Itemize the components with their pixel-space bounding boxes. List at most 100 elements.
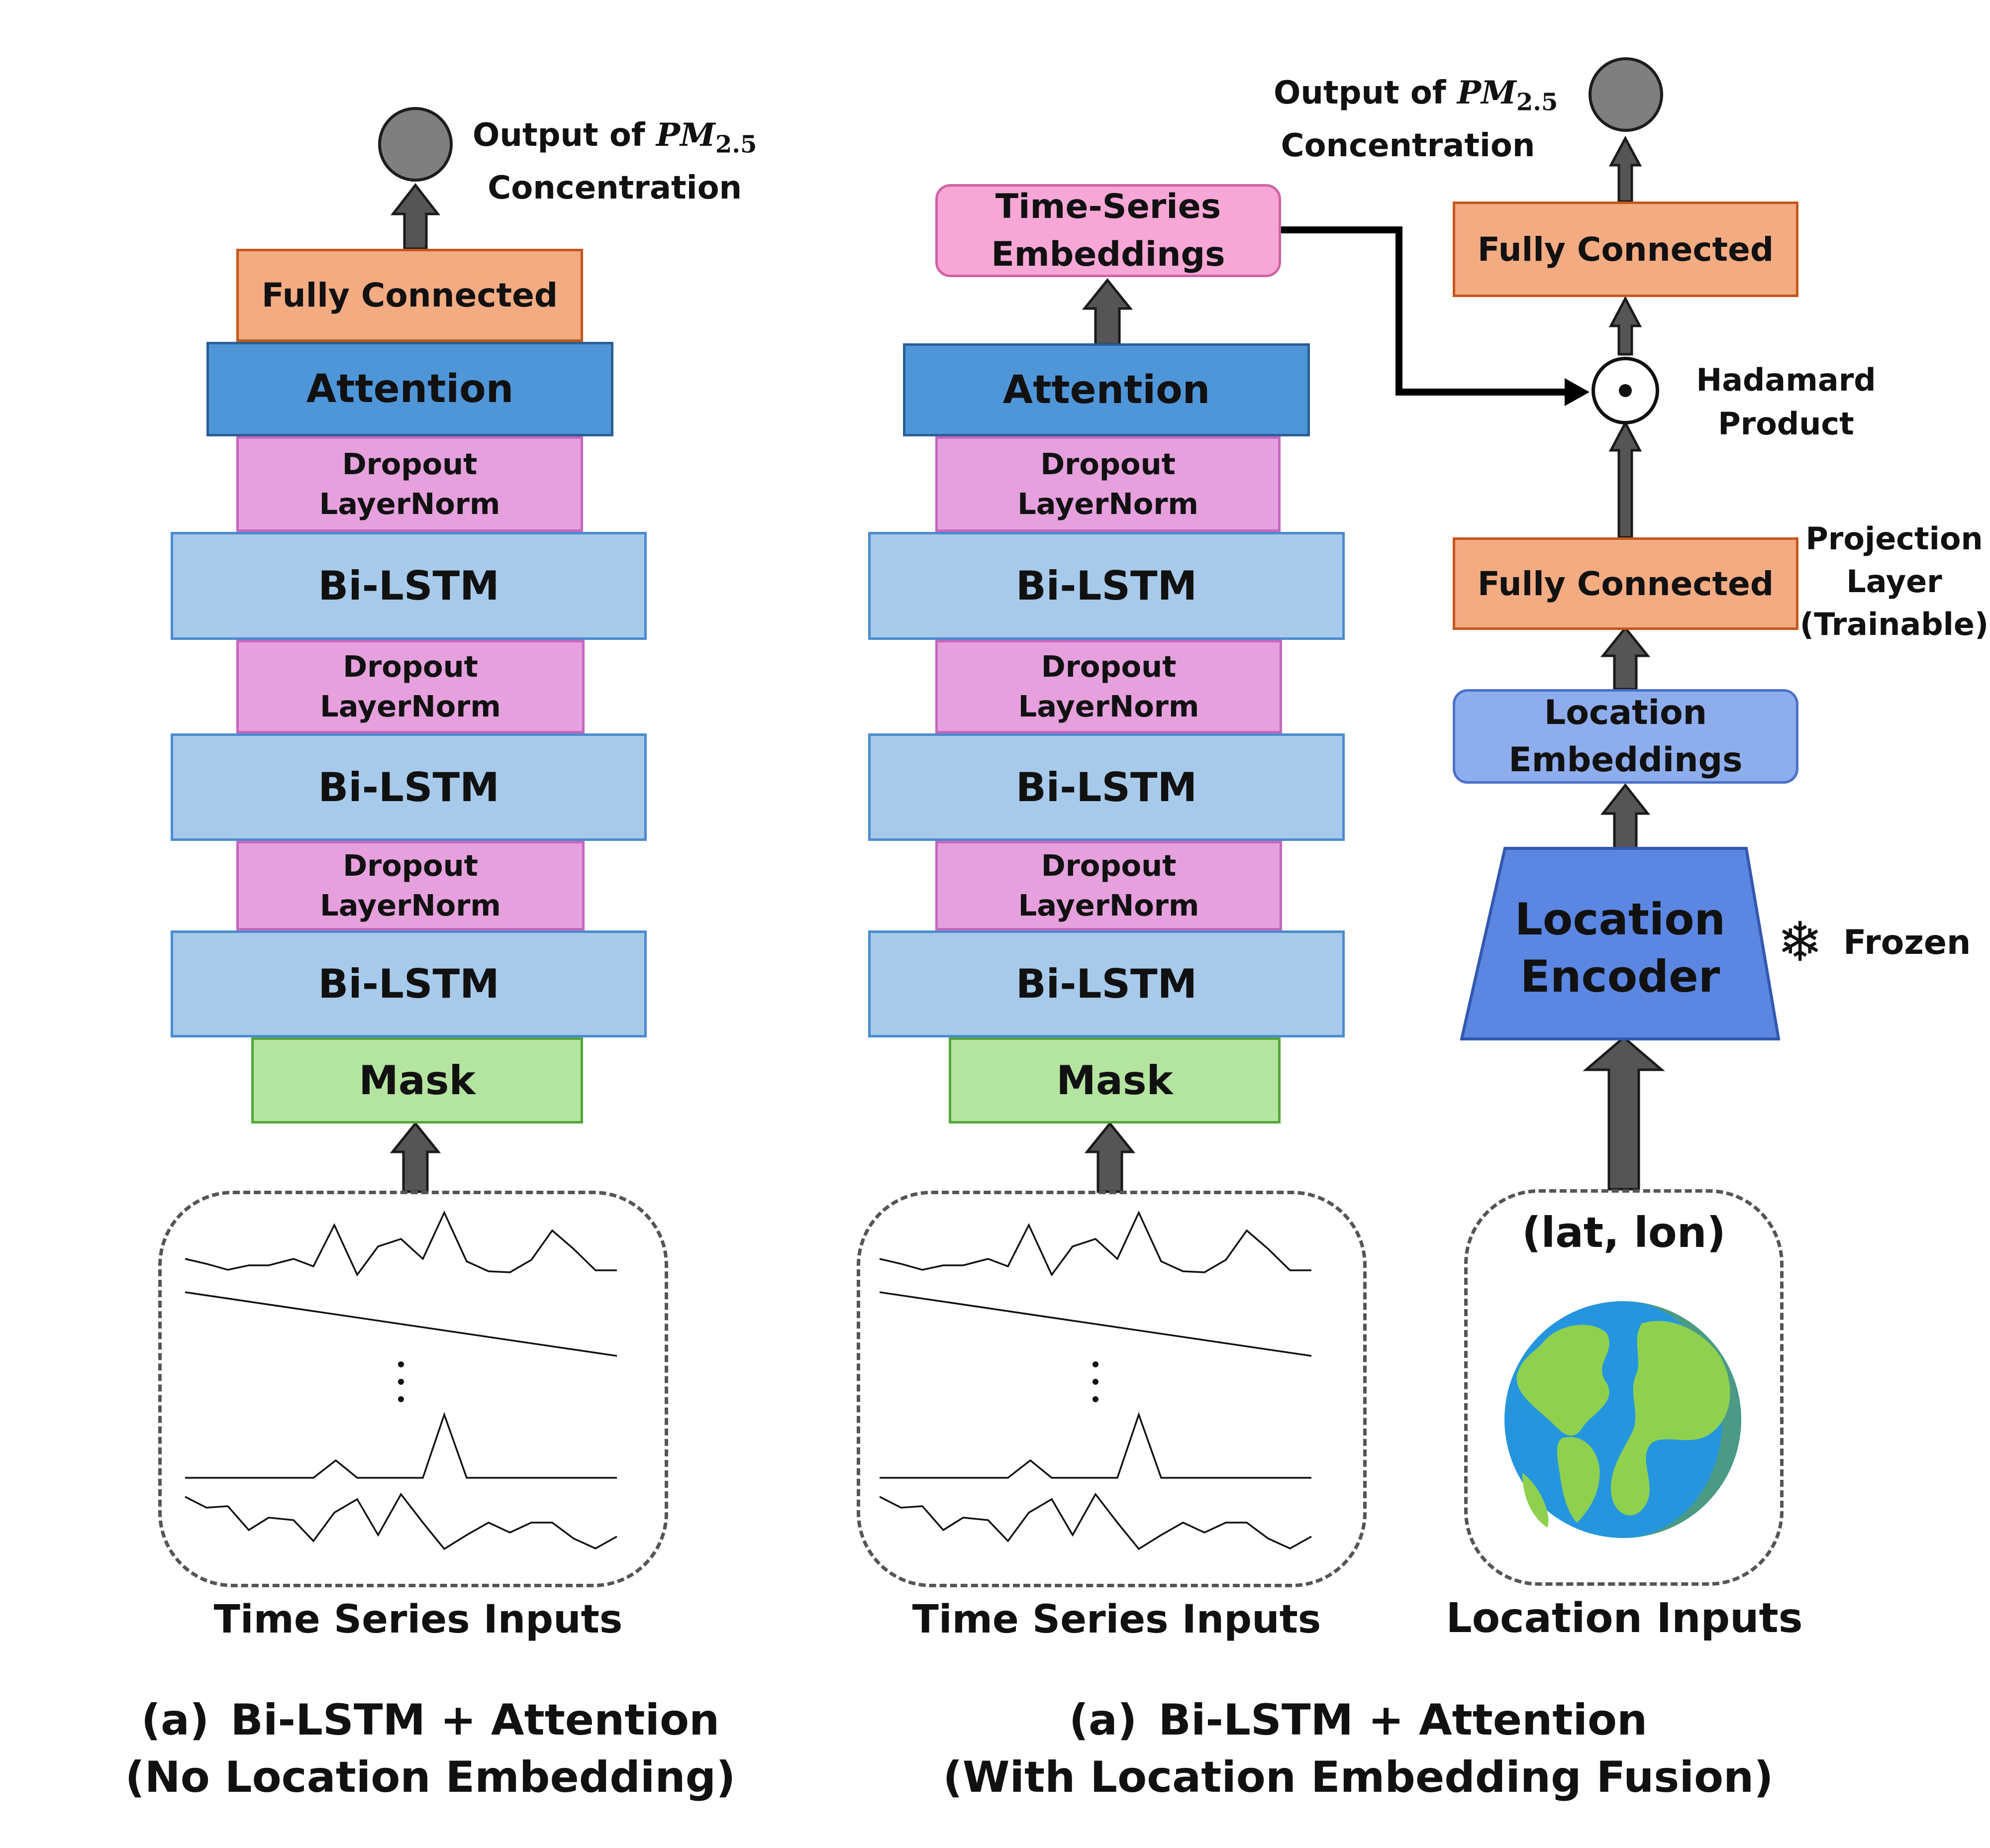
mid-dropout-3-line2: LayerNorm — [1018, 888, 1199, 923]
mid-bilstm-2-label: Bi-LSTM — [1015, 764, 1197, 811]
right-caption-tag: (a) — [1069, 1695, 1137, 1745]
left-bilstm-2: Bi-LSTM — [171, 733, 647, 841]
right-fully-connected-projection: Fully Connected — [1453, 537, 1798, 630]
mid-time-series-input-box — [857, 1191, 1367, 1587]
location-embeddings: Location Embeddings — [1453, 689, 1798, 784]
left-dropout-1-line1: Dropout — [342, 446, 478, 481]
left-dropout-2-line1: Dropout — [343, 649, 478, 684]
right-fully-connected-top-label: Fully Connected — [1477, 230, 1774, 269]
arrow-input-to-mask-middle — [1084, 1122, 1136, 1193]
ts-embeddings: Time-Series Embeddings — [935, 184, 1281, 277]
mid-dropout-3-line1: Dropout — [1041, 848, 1177, 883]
mid-bilstm-1-label: Bi-LSTM — [1015, 563, 1197, 609]
location-encoder-line2: Encoder — [1520, 951, 1720, 1002]
hadamard-label-line2: Product — [1718, 406, 1854, 442]
left-bilstm-3-label: Bi-LSTM — [318, 961, 499, 1007]
left-mask: Mask — [251, 1037, 583, 1124]
hadamard-product-node — [1592, 357, 1659, 424]
left-dropout-1-line2: LayerNorm — [319, 487, 500, 521]
left-dropout-3-line1: Dropout — [343, 848, 478, 883]
arrow-latlon-to-encoder — [1583, 1035, 1665, 1191]
left-bilstm-1-label: Bi-LSTM — [318, 563, 499, 609]
ts-embeddings-line1: Time-Series — [995, 187, 1221, 227]
left-output-pm-sub: 2.5 — [715, 130, 757, 159]
left-attention: Attention — [206, 342, 613, 436]
location-embeddings-line1: Location — [1544, 693, 1707, 732]
left-dropout-3: Dropout LayerNorm — [236, 841, 585, 930]
location-input-box — [1464, 1189, 1784, 1586]
right-caption-line1: Bi-LSTM + Attention — [1158, 1695, 1648, 1745]
left-time-series-input-box — [158, 1191, 668, 1587]
right-output-pm-sub: 2.5 — [1516, 88, 1558, 116]
arrow-encoder-to-loc-embeddings — [1600, 783, 1651, 850]
left-bilstm-1: Bi-LSTM — [171, 532, 647, 640]
hadamard-label-line1: Hadamard — [1696, 362, 1876, 398]
frozen-label: Frozen — [1843, 923, 1971, 962]
left-output-node — [378, 107, 453, 182]
mid-bilstm-3: Bi-LSTM — [868, 930, 1345, 1037]
hadamard-label: Hadamard Product — [1692, 358, 1881, 446]
ellipsis-dots-middle — [1093, 1361, 1098, 1402]
left-mask-label: Mask — [359, 1057, 476, 1104]
left-fully-connected: Fully Connected — [236, 249, 583, 342]
arrow-projection-to-hadamard — [1608, 420, 1642, 539]
projection-label-line3: (Trainable) — [1799, 606, 1989, 642]
arrow-attention-to-ts-embeddings — [1082, 278, 1133, 346]
mid-dropout-1-line1: Dropout — [1040, 446, 1176, 481]
right-output-pm-text: PM — [1457, 74, 1516, 111]
mid-bilstm-1: Bi-LSTM — [868, 532, 1345, 640]
ts-embeddings-line2: Embeddings — [991, 234, 1225, 274]
ts-embeddings-to-hadamard-line — [1280, 226, 1567, 396]
left-caption-line2: (No Location Embedding) — [125, 1752, 736, 1802]
mid-dropout-2: Dropout LayerNorm — [935, 640, 1282, 733]
arrow-fc-to-output-left — [390, 183, 441, 250]
right-output-label-line2: Concentration — [1281, 127, 1535, 165]
latlon-label: (lat, lon) — [1522, 1208, 1726, 1257]
left-attention-label: Attention — [306, 367, 514, 411]
time-series-sparklines-middle — [879, 1210, 1312, 1550]
left-output-pm: PM2.5 — [656, 116, 757, 158]
projection-label-line1: Projection — [1805, 520, 1983, 557]
left-dropout-2-line2: LayerNorm — [320, 689, 501, 723]
ellipsis-dots-left — [398, 1361, 404, 1402]
snowflake-icon: ❄ — [1777, 910, 1823, 974]
time-series-sparklines-left — [185, 1210, 617, 1550]
left-output-label-prefix: Output of — [473, 117, 656, 154]
left-dropout-1: Dropout LayerNorm — [236, 436, 583, 532]
mid-mask: Mask — [949, 1037, 1281, 1124]
mid-dropout-2-line2: LayerNorm — [1018, 689, 1199, 723]
left-bilstm-3: Bi-LSTM — [171, 930, 647, 1037]
mid-mask-label: Mask — [1056, 1057, 1173, 1104]
location-encoder-shape — [1460, 847, 1781, 1040]
arrow-fc-to-output-right — [1608, 135, 1642, 203]
hadamard-dot — [1619, 384, 1632, 397]
right-fully-connected-projection-label: Fully Connected — [1477, 564, 1774, 603]
mid-attention: Attention — [903, 343, 1310, 436]
right-output-label: Output of PM2.5 Concentration — [1274, 71, 1558, 168]
left-output-label: Output of PM2.5 Concentration — [473, 113, 757, 210]
left-caption-line1: Bi-LSTM + Attention — [230, 1695, 720, 1745]
right-output-node — [1589, 57, 1663, 132]
location-input-label: Location Inputs — [1446, 1595, 1803, 1642]
mid-dropout-1: Dropout LayerNorm — [935, 436, 1281, 532]
hadamard-input-arrowhead — [1565, 378, 1590, 406]
left-caption-tag: (a) — [141, 1695, 209, 1745]
arrow-hadamard-to-fc — [1608, 296, 1642, 356]
left-fully-connected-label: Fully Connected — [261, 276, 558, 314]
mid-dropout-3: Dropout LayerNorm — [935, 841, 1282, 930]
right-caption-line2: (With Location Embedding Fusion) — [943, 1752, 1774, 1802]
left-bilstm-2-label: Bi-LSTM — [318, 764, 499, 811]
location-encoder-label: Location Encoder — [1462, 891, 1779, 1005]
right-output-label-prefix: Output of — [1274, 75, 1457, 111]
arrow-loc-embeddings-to-projection — [1600, 626, 1651, 691]
mid-input-label: Time Series Inputs — [912, 1597, 1321, 1642]
left-output-pm-text: PM — [656, 116, 715, 154]
right-output-pm: PM2.5 — [1457, 74, 1558, 116]
mid-bilstm-2: Bi-LSTM — [868, 733, 1345, 841]
mid-bilstm-3-label: Bi-LSTM — [1015, 961, 1197, 1007]
left-caption: (a) Bi-LSTM + Attention (No Location Emb… — [124, 1692, 736, 1806]
left-output-label-line2: Concentration — [488, 170, 742, 207]
projection-label-line2: Layer — [1846, 563, 1942, 600]
mid-attention-label: Attention — [1002, 367, 1210, 412]
